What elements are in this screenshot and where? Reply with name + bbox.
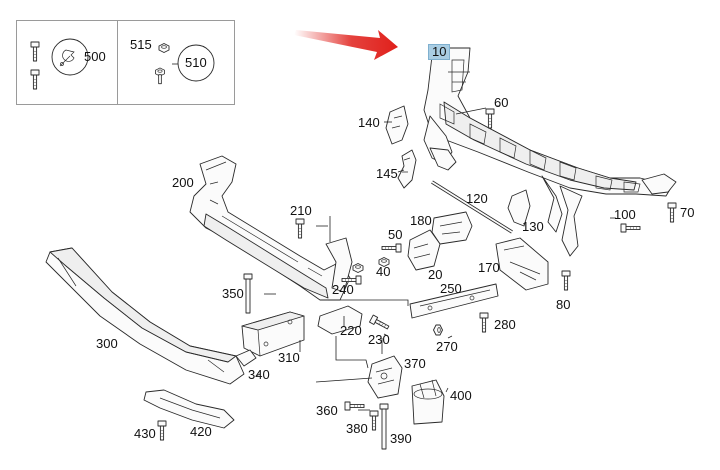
part-420-lower-strip (143, 389, 235, 429)
callout-280: 280 (494, 317, 516, 332)
wrench-icon (51, 38, 89, 76)
part-180-bracket (431, 211, 473, 245)
callout-100: 100 (614, 207, 636, 222)
part-120-rod (431, 180, 513, 234)
callout-370: 370 (404, 356, 426, 371)
part-130-bracket (507, 189, 531, 227)
part-230-bolt (369, 314, 391, 332)
part-300-bumper-beam (45, 247, 245, 385)
leader-lines (255, 107, 616, 411)
callout-350: 350 (222, 286, 244, 301)
part-70-bolt (667, 202, 677, 223)
callout-130: 130 (522, 219, 544, 234)
callout-210: 210 (290, 203, 312, 218)
callout-240: 240 (332, 282, 354, 297)
part-80-bolt (561, 270, 571, 291)
legend-fasteners (30, 38, 215, 90)
part-280-bolt (479, 312, 489, 333)
callout-430: 430 (134, 426, 156, 441)
part-170-panel (495, 237, 549, 291)
part-370-tow-bracket (367, 355, 403, 399)
part-430-bolt (157, 420, 167, 441)
part-nut (352, 263, 364, 273)
part-270-nut (433, 324, 443, 336)
part-380-bolt (369, 410, 379, 431)
part-20-bracket (407, 229, 441, 271)
callout-60: 60 (494, 95, 509, 110)
part-240-plate (317, 305, 363, 335)
part-310-bracket (241, 311, 305, 357)
callout-40: 40 (376, 264, 391, 279)
callout-515: 515 (130, 37, 152, 52)
callout-390: 390 (390, 431, 412, 446)
callout-140: 140 (358, 115, 380, 130)
callout-380: 380 (346, 421, 368, 436)
callout-500: 500 (84, 49, 106, 64)
callout-80: 80 (556, 297, 571, 312)
legend-box (16, 20, 235, 105)
part-250-bar (409, 283, 499, 319)
callout-10: 10 (428, 44, 451, 60)
callout-250: 250 (440, 281, 462, 296)
part-50-bolt (381, 243, 402, 253)
callout-360: 360 (316, 403, 338, 418)
part-100-bolt (620, 223, 641, 233)
nut-icon (177, 44, 215, 82)
callout-220: 220 (340, 323, 362, 338)
callout-20: 20 (428, 267, 443, 282)
callout-170: 170 (478, 260, 500, 275)
part-10-front-carrier (423, 47, 677, 257)
callout-310: 310 (278, 350, 300, 365)
callout-340: 340 (248, 367, 270, 382)
part-360-bolt (344, 401, 365, 411)
callout-200: 200 (172, 175, 194, 190)
callout-50: 50 (388, 227, 403, 242)
callout-420: 420 (190, 424, 212, 439)
callout-510: 510 (185, 55, 207, 70)
callout-120: 120 (466, 191, 488, 206)
callout-300: 300 (96, 336, 118, 351)
callout-180: 180 (410, 213, 432, 228)
part-145-bracket (397, 149, 417, 189)
callout-400: 400 (450, 388, 472, 403)
part-400-crash-box (411, 379, 445, 425)
part-350-long-bolt (243, 273, 253, 314)
part-210-bolt (295, 218, 305, 239)
part-140-bracket (385, 105, 409, 145)
legend-divider (117, 20, 118, 105)
red-pointer-arrow (294, 30, 398, 60)
callout-145: 145 (376, 166, 398, 181)
part-340-plate (235, 349, 257, 367)
part-390-long-bolt (379, 403, 389, 450)
part-60-bolt (485, 108, 495, 129)
callout-230: 230 (368, 332, 390, 347)
callout-270: 270 (436, 339, 458, 354)
callout-70: 70 (680, 205, 695, 220)
part-200-crossmember (189, 155, 353, 301)
